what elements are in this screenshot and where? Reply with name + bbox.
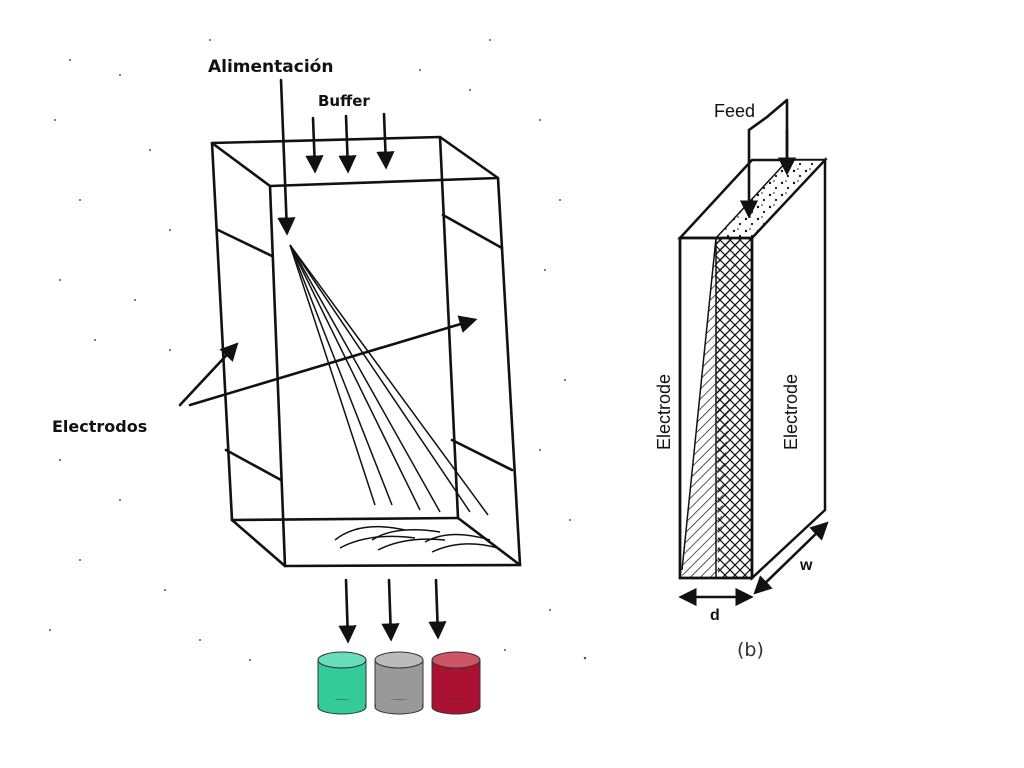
- electrodes-label: Electrodos: [52, 417, 147, 436]
- width-label: w: [799, 557, 813, 574]
- right-feed-arrow: [739, 98, 797, 219]
- right-cell-diagram: Feed Electrode Electrode w d (b): [654, 98, 829, 661]
- left-electrophoresis-diagram: Alimentación Buffer Electrodos: [49, 39, 587, 715]
- feed-arrow: [277, 78, 296, 236]
- collector-red: [431, 651, 481, 715]
- electrode-right-label: Electrode: [781, 374, 801, 450]
- panel-caption: (b): [737, 639, 764, 661]
- collection-tubes: [317, 651, 481, 715]
- buffer-label: Buffer: [318, 92, 370, 110]
- diagonal-hatch-zone: [682, 238, 740, 578]
- collector-green: [317, 651, 367, 715]
- feed-label: Alimentación: [208, 57, 333, 77]
- scan-noise-dots: [49, 39, 587, 661]
- output-arrows: [338, 578, 447, 644]
- separation-bands: [289, 244, 499, 553]
- buffer-arrows: [305, 112, 395, 174]
- collector-gray: [374, 651, 424, 715]
- right-feed-label: Feed: [714, 101, 755, 121]
- depth-label: d: [710, 607, 720, 624]
- electric-field-arrow: [178, 315, 478, 407]
- electrode-left-label: Electrode: [654, 374, 674, 450]
- width-dimension: [753, 521, 829, 595]
